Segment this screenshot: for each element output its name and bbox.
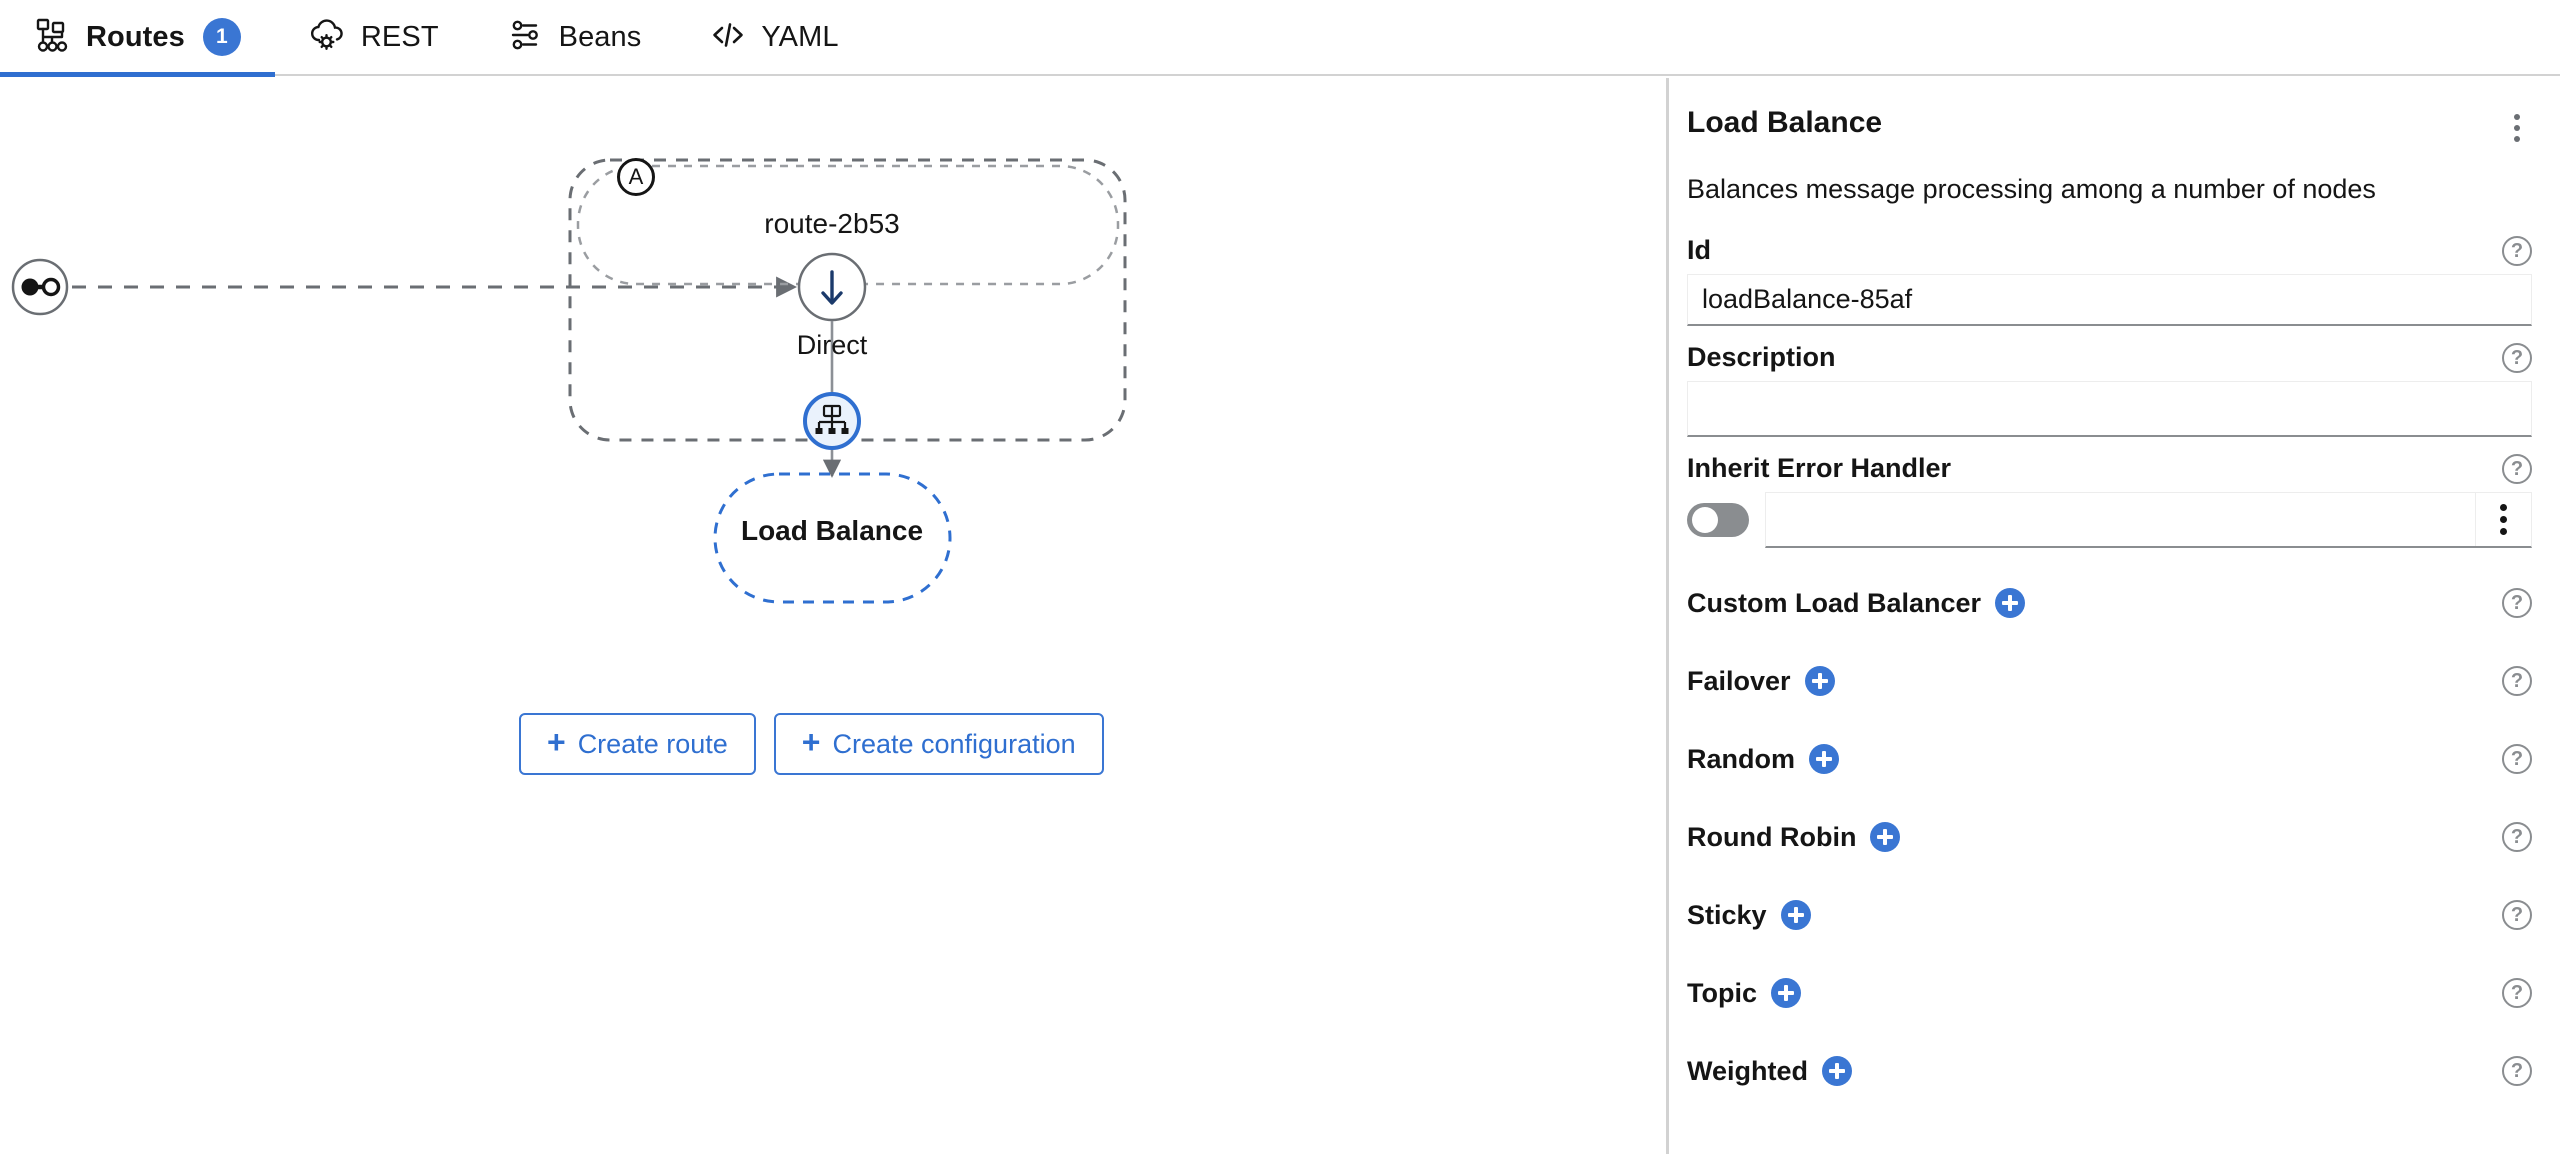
- help-icon[interactable]: ?: [2502, 744, 2532, 775]
- option-row-custom-load-balancer: Custom Load Balancer ?: [1687, 564, 2532, 642]
- option-row-weighted: Weighted ?: [1687, 1032, 2532, 1110]
- tab-routes[interactable]: Routes 1: [0, 0, 275, 77]
- panel-header: Load Balance: [1687, 106, 2532, 150]
- route-canvas[interactable]: A route-2b53 Direct Load Balance + Creat…: [0, 78, 1666, 1154]
- node-label-direct: Direct: [796, 330, 868, 360]
- arrow-down-icon: [821, 270, 843, 305]
- add-circle-icon[interactable]: [1771, 978, 1801, 1009]
- field-inherit-error-handler-row: Inherit Error Handler ?: [1687, 453, 2532, 484]
- help-icon[interactable]: ?: [2502, 453, 2532, 484]
- node-label-load-balance: Load Balance: [740, 515, 924, 546]
- panel-title: Load Balance: [1687, 106, 1883, 139]
- option-label-sticky: Sticky: [1687, 899, 1767, 930]
- canvas-graphics: [11, 158, 1127, 604]
- inherit-error-handler-toggle[interactable]: [1687, 503, 1749, 538]
- load-balancer-options-list: Custom Load Balancer ? Failover ? Random…: [1687, 564, 2532, 1110]
- tab-yaml-label: YAML: [761, 20, 839, 53]
- field-id-row: Id ?: [1687, 235, 2532, 266]
- route-title: route-2b53: [764, 208, 900, 239]
- option-left-sticky: Sticky: [1687, 900, 1811, 931]
- plus-icon: +: [547, 724, 566, 760]
- inherit-error-handler-input-group: [1765, 492, 2532, 549]
- field-id-label: Id: [1687, 235, 1711, 266]
- option-label-round-robin: Round Robin: [1687, 821, 1857, 852]
- add-circle-icon[interactable]: [1870, 822, 1901, 853]
- field-id: Id ?: [1687, 235, 2532, 327]
- add-circle-icon[interactable]: [1809, 744, 1839, 775]
- tab-routes-badge: 1: [202, 18, 241, 56]
- field-description: Description ?: [1687, 342, 2532, 438]
- option-row-sticky: Sticky ?: [1687, 876, 2532, 954]
- field-description-row: Description ?: [1687, 342, 2532, 373]
- add-circle-icon[interactable]: [1995, 588, 2026, 619]
- option-row-round-robin: Round Robin ?: [1687, 798, 2532, 876]
- add-circle-icon[interactable]: [1822, 1056, 1852, 1087]
- field-inherit-error-handler-label: Inherit Error Handler: [1687, 453, 1952, 484]
- option-left-random: Random: [1687, 744, 1839, 775]
- help-icon[interactable]: ?: [2502, 978, 2532, 1009]
- option-label-weighted: Weighted: [1687, 1055, 1808, 1086]
- option-row-failover: Failover ?: [1687, 642, 2532, 720]
- help-icon[interactable]: ?: [2502, 1056, 2532, 1087]
- properties-panel: Load Balance Balances message processing…: [1669, 78, 2560, 1154]
- inherit-error-handler-kebab-icon[interactable]: [2475, 493, 2531, 547]
- toggle-knob: [1692, 507, 1718, 534]
- create-configuration-button[interactable]: + Create configuration: [773, 713, 1104, 775]
- option-row-topic: Topic ?: [1687, 954, 2532, 1032]
- yaml-code-brackets-icon: [709, 18, 747, 57]
- panel-description: Balances message processing among a numb…: [1687, 174, 2376, 204]
- option-label-failover: Failover: [1687, 665, 1791, 696]
- plus-icon: +: [801, 724, 821, 760]
- id-input[interactable]: [1687, 274, 2532, 327]
- rest-cloud-gear-icon: [309, 18, 347, 57]
- help-icon[interactable]: ?: [2502, 235, 2532, 266]
- panel-divider: [1666, 78, 1669, 1154]
- add-circle-icon[interactable]: [1780, 900, 1811, 931]
- endpoint-link-icon: [11, 258, 69, 316]
- option-left-custom-load-balancer: Custom Load Balancer: [1687, 587, 2026, 619]
- beans-sliders-icon: [507, 18, 545, 57]
- route-auto-badge: A: [617, 158, 655, 196]
- option-row-random: Random ?: [1687, 720, 2532, 798]
- create-configuration-label: Create configuration: [832, 728, 1076, 759]
- create-route-label: Create route: [577, 728, 728, 759]
- help-icon[interactable]: ?: [2502, 822, 2532, 853]
- routes-topology-icon: [34, 17, 72, 58]
- main-tab-bar: Routes 1 REST Beans: [0, 0, 2560, 77]
- option-left-weighted: Weighted: [1687, 1056, 1852, 1087]
- field-inherit-error-handler: Inherit Error Handler ?: [1687, 453, 2532, 549]
- create-route-button[interactable]: + Create route: [519, 713, 756, 775]
- option-left-failover: Failover: [1687, 666, 1835, 697]
- canvas-action-buttons: + Create route + Create configuration: [519, 713, 1104, 775]
- tab-beans[interactable]: Beans: [473, 0, 676, 75]
- inherit-error-handler-input[interactable]: [1766, 493, 2475, 547]
- tab-routes-label: Routes: [86, 20, 185, 53]
- help-icon[interactable]: ?: [2502, 900, 2532, 931]
- help-icon[interactable]: ?: [2502, 666, 2532, 697]
- tab-beans-label: Beans: [558, 20, 642, 53]
- tab-rest[interactable]: REST: [275, 0, 473, 75]
- add-circle-icon[interactable]: [1804, 666, 1835, 697]
- inherit-error-handler-controls: [1687, 492, 2532, 549]
- option-label-random: Random: [1687, 743, 1795, 774]
- option-left-round-robin: Round Robin: [1687, 821, 1901, 853]
- help-icon[interactable]: ?: [2502, 342, 2532, 373]
- field-description-label: Description: [1687, 342, 1836, 373]
- tab-yaml[interactable]: YAML: [675, 0, 872, 75]
- option-label-topic: Topic: [1687, 977, 1757, 1008]
- load-balance-hierarchy-icon: [815, 404, 849, 434]
- help-icon[interactable]: ?: [2502, 588, 2532, 619]
- tab-rest-label: REST: [360, 20, 439, 53]
- kebab-menu-icon[interactable]: [2502, 106, 2532, 150]
- option-left-topic: Topic: [1687, 978, 1801, 1009]
- description-input[interactable]: [1687, 381, 2532, 438]
- option-label-custom-load-balancer: Custom Load Balancer: [1687, 587, 1982, 618]
